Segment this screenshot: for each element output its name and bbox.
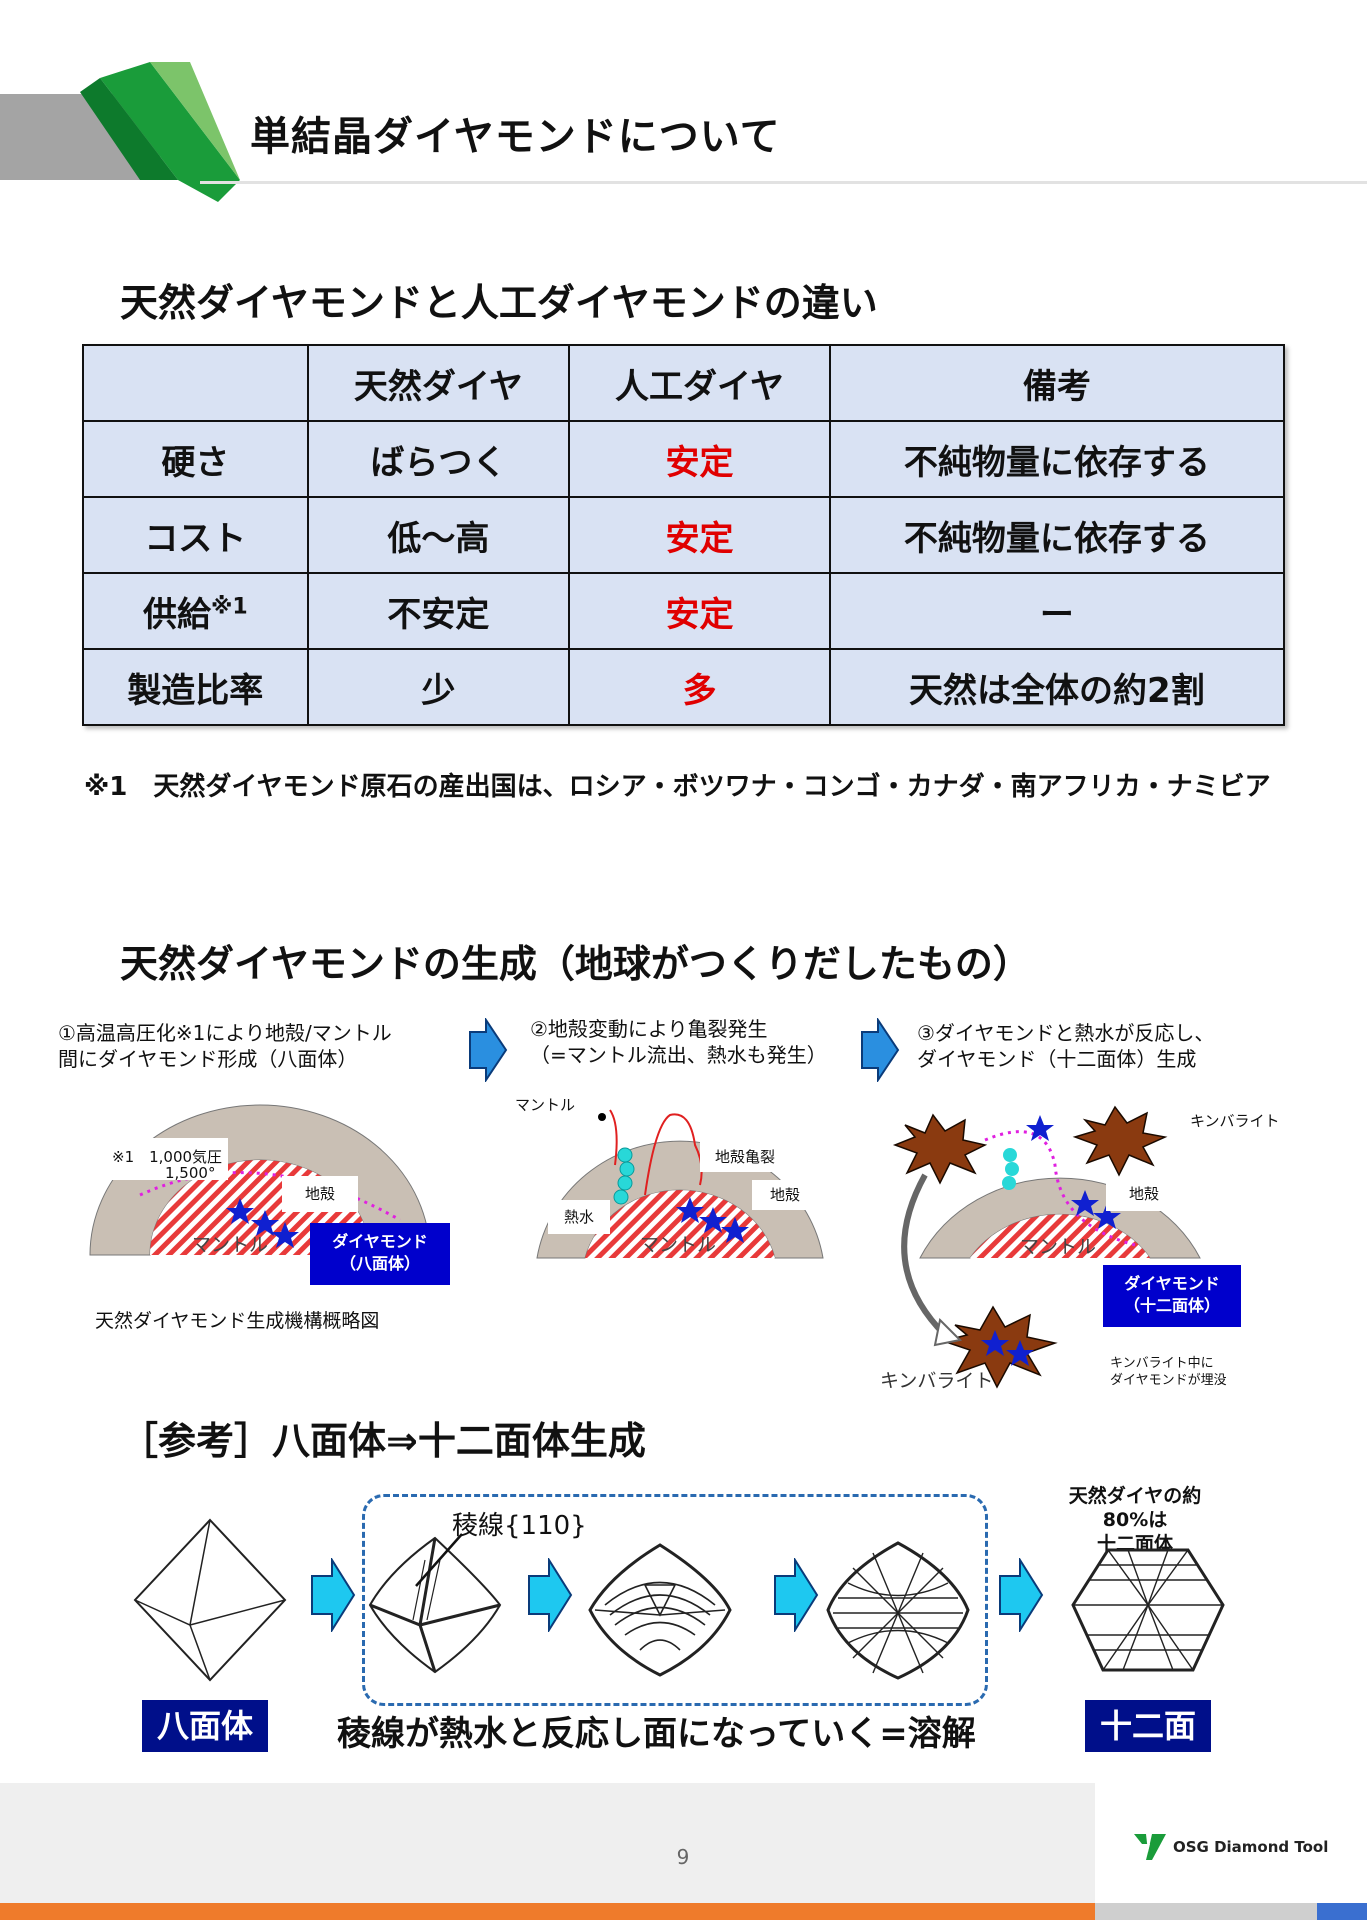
kimberlite-top-label: キンバライト [1190, 1112, 1280, 1130]
diamond-label-line1: ダイヤモンド [332, 1232, 428, 1251]
header-green-chevron [80, 62, 240, 202]
buried-note-line1: キンバライト中に [1110, 1356, 1214, 1371]
table-header-cell: 人工ダイヤ [568, 344, 831, 422]
diamond-octahedron-box: ダイヤモンド （八面体） [310, 1223, 450, 1285]
mantle-label: マントル [640, 1234, 717, 1256]
note-value: 天然は全体の約2割 [828, 648, 1286, 726]
mantle-top-label: マントル [515, 1096, 576, 1114]
process-arrow-icon [311, 1558, 356, 1632]
header-band [160, 94, 1367, 180]
table-header-cell [82, 344, 309, 422]
step1-line2: 間にダイヤモンド形成（八面体） [58, 1047, 358, 1071]
table-row: 製造比率 少 多 天然は全体の約2割 [82, 648, 1286, 726]
synthetic-value: 安定 [568, 420, 831, 498]
synthetic-value: 多 [568, 648, 831, 726]
section3-heading: ［参考］八面体⇒十二面体生成 [120, 1419, 646, 1463]
crust-label: 地殻 [752, 1180, 818, 1210]
dissolution-caption: 稜線が熱水と反応し面になっていく=溶解 [337, 1714, 976, 1754]
row-label: 供給 [142, 594, 211, 635]
section1-heading: 天然ダイヤモンドと人工ダイヤモンドの違い [120, 281, 878, 325]
page-number: 9 [676, 1845, 690, 1869]
ridge-pointer [415, 1533, 463, 1587]
dissolving-crystal-icon [826, 1541, 970, 1680]
dissolution-group-frame [362, 1494, 988, 1706]
step-arrow-icon [861, 1018, 900, 1082]
crust-label: 地殻 [1106, 1177, 1182, 1211]
footnote: ※1 天然ダイヤモンド原石の産出国は、ロシア・ボツワナ・コンゴ・カナダ・南アフリ… [84, 772, 1271, 802]
step3-text: ③ダイヤモンドと熱水が反応し、 ダイヤモンド（十二面体）生成 [917, 1020, 1214, 1072]
diagram-caption: 天然ダイヤモンド生成機構概略図 [95, 1310, 380, 1332]
table-header-row: 天然ダイヤ 人工ダイヤ 備考 [82, 344, 1286, 422]
buried-note-line2: ダイヤモンドが埋没 [1110, 1373, 1227, 1388]
dodecahedron-label: 十二面体 [1085, 1700, 1211, 1797]
step3-line2: ダイヤモンド（十二面体）生成 [917, 1047, 1197, 1071]
note-value: 不純物量に依存する [828, 420, 1286, 498]
buried-note: キンバライト中に ダイヤモンドが埋没 [1110, 1355, 1227, 1389]
process-arrow-icon [528, 1558, 573, 1632]
footer-gray-stripe [1095, 1903, 1317, 1920]
section2-heading: 天然ダイヤモンドの生成（地球がつくりだしたもの） [120, 942, 1031, 986]
pressure-note-box [110, 1138, 228, 1180]
natural-value: 少 [306, 648, 571, 726]
crust-label: 地殻 [282, 1176, 358, 1212]
step2-line2: （=マントル流出、熱水も発生） [530, 1043, 827, 1067]
ratio-note-line1: 天然ダイヤの約80%は [1068, 1485, 1202, 1531]
row-label-cell: 供給※1 [82, 572, 309, 650]
footer-logo-area [1095, 1783, 1367, 1903]
step-arrow-icon [469, 1018, 508, 1082]
process-arrow-icon [999, 1558, 1044, 1632]
table-header-cell: 天然ダイヤ [306, 344, 571, 422]
diamond-label-line1: ダイヤモンド [1124, 1274, 1220, 1293]
dissolving-crystal-icon [588, 1543, 732, 1677]
mantle-label: マントル [192, 1234, 269, 1256]
row-label: コスト [82, 496, 309, 574]
footer-orange-stripe [0, 1903, 1095, 1920]
footer-blue-stripe [1317, 1903, 1367, 1920]
ridge-label: 稜線{110} [452, 1511, 587, 1541]
step1-line1: ①高温高圧化※1により地殻/マントル [58, 1021, 392, 1045]
rounded-octahedron-icon [368, 1536, 502, 1674]
table-header-cell: 備考 [828, 344, 1286, 422]
process-arrow-icon [774, 1558, 819, 1632]
natural-value: 低～高 [306, 496, 571, 574]
table-row: 供給※1 不安定 安定 ー [82, 572, 1286, 650]
osg-logo-icon [1134, 1834, 1166, 1860]
step2-text: ②地殻変動により亀裂発生 （=マントル流出、熱水も発生） [530, 1016, 827, 1068]
pressure-note1: ※1 1,000気圧 [112, 1148, 223, 1166]
row-label: 硬さ [82, 420, 309, 498]
octahedron-icon [133, 1518, 287, 1682]
synthetic-value: 安定 [568, 572, 831, 650]
pressure-note2: 1,500° [165, 1164, 216, 1182]
dodecahedron-icon [1071, 1548, 1225, 1672]
step3-line1: ③ダイヤモンドと熱水が反応し、 [917, 1021, 1215, 1045]
page-title: 単結晶ダイヤモンドについて [250, 114, 781, 160]
table-row: 硬さ ばらつく 安定 不純物量に依存する [82, 420, 1286, 498]
diamond-label-line2: （十二面体） [1123, 1296, 1220, 1315]
diamond-label-line2: （八面体） [339, 1254, 420, 1273]
kimberlite-bottom-label: キンバライト [880, 1370, 994, 1392]
synthetic-value: 安定 [568, 496, 831, 574]
diamond-dodecahedron-box: ダイヤモンド （十二面体） [1103, 1265, 1241, 1327]
row-label-footnote-mark: ※1 [210, 594, 248, 620]
natural-value: 不安定 [306, 572, 571, 650]
table-row: コスト 低～高 安定 不純物量に依存する [82, 496, 1286, 574]
crack-label: 地殻亀裂 [700, 1142, 790, 1172]
logo-text: OSG Diamond Tool [1173, 1838, 1329, 1856]
comparison-table: 天然ダイヤ 人工ダイヤ 備考 硬さ ばらつく 安定 不純物量に依存する コスト … [82, 344, 1286, 726]
natural-value: ばらつく [306, 420, 571, 498]
step1-text: ①高温高圧化※1により地殻/マントル 間にダイヤモンド形成（八面体） [58, 1020, 392, 1072]
note-value: ー [828, 572, 1286, 650]
octahedron-label: 八面体 [142, 1700, 268, 1752]
note-value: 不純物量に依存する [828, 496, 1286, 574]
row-label: 製造比率 [82, 648, 309, 726]
mantle-label: マントル [1020, 1236, 1097, 1258]
header-underline [200, 181, 1367, 184]
hotwater-label: 熱水 [548, 1200, 610, 1234]
footer-bar [0, 1783, 1095, 1903]
step2-line1: ②地殻変動により亀裂発生 [530, 1017, 768, 1041]
